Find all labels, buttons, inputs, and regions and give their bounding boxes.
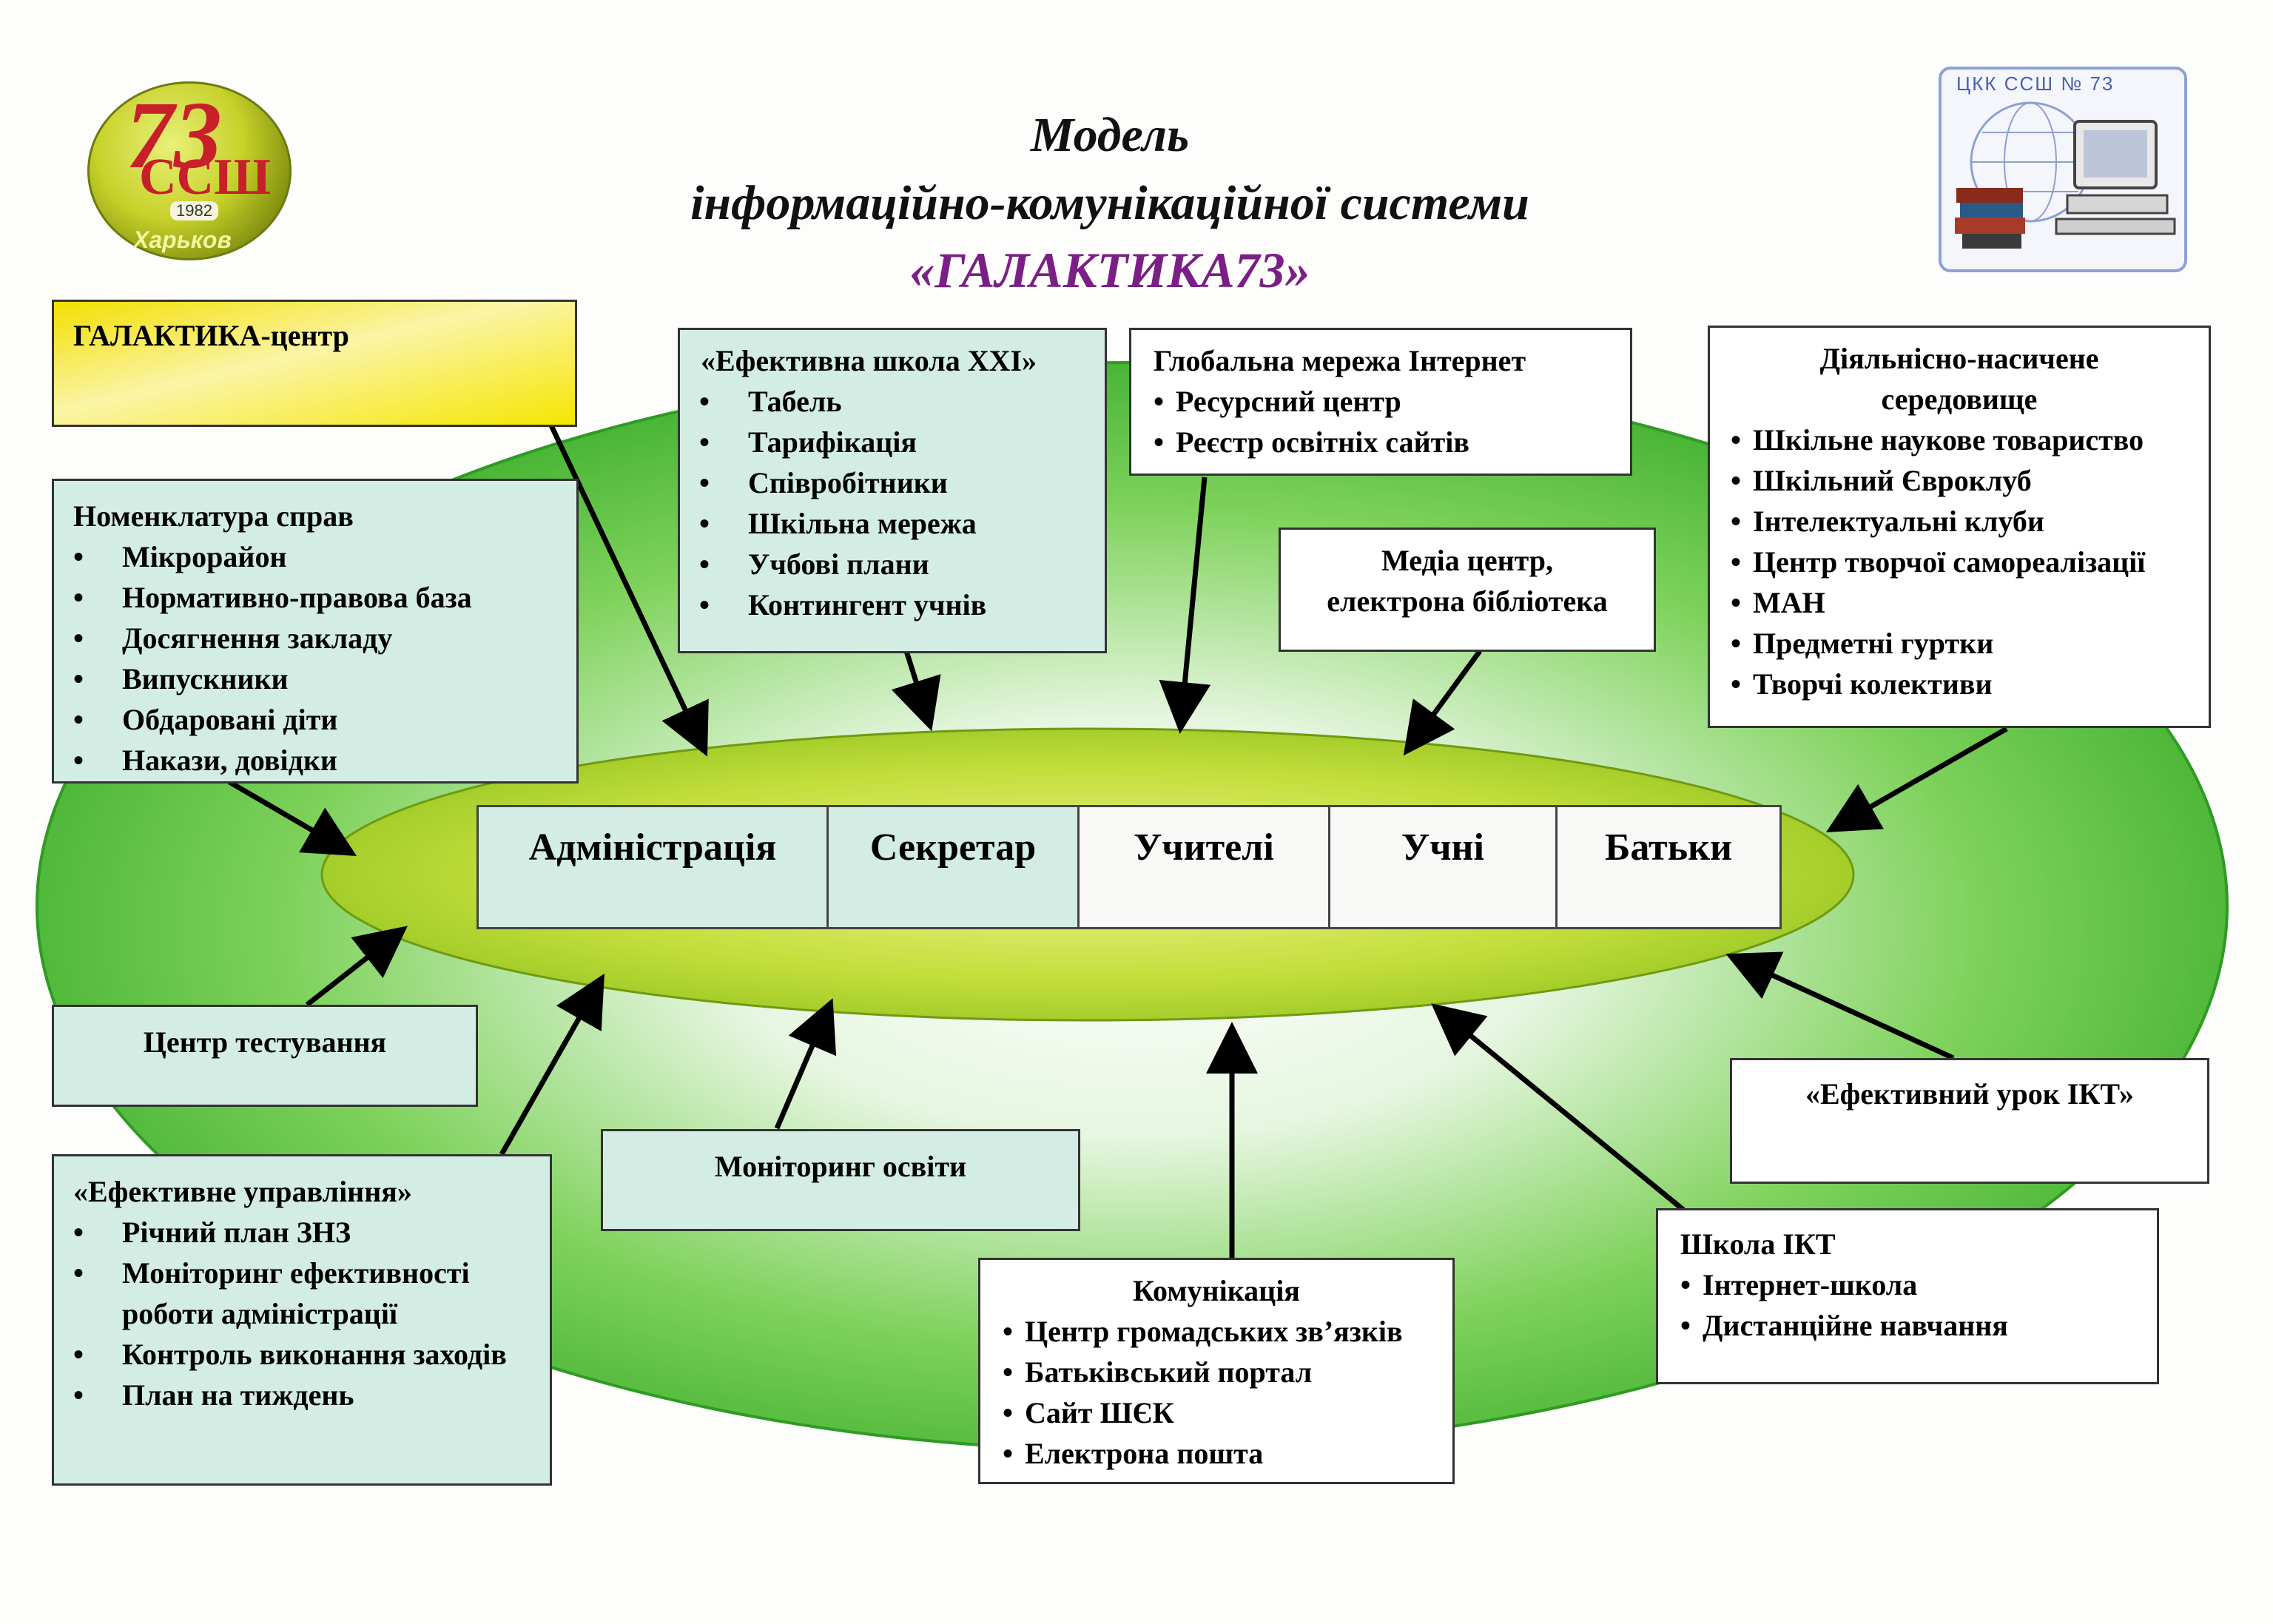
- education-monitoring-box: Моніторинг освіти: [601, 1129, 1080, 1231]
- list-item: Випускники: [54, 658, 576, 699]
- effective-ikt-lesson-box: «Ефективний урок ІКТ»: [1730, 1058, 2209, 1184]
- role-secretary: Секретар: [826, 805, 1080, 929]
- list-item: Нормативно-правова база: [54, 577, 576, 618]
- globe-computer-icon: [1955, 101, 2176, 249]
- list-item: Шкільна мережа: [680, 503, 1105, 544]
- role-teachers: Учителі: [1077, 805, 1330, 929]
- galaktika-center-box: ГАЛАКТИКА-центр: [52, 300, 577, 427]
- testing-center-header: Центр тестування: [143, 1025, 387, 1059]
- activity-environment-box: Діяльнісно-насичене середовище Шкільне н…: [1708, 326, 2211, 728]
- list-item: Обдаровані діти: [54, 699, 576, 740]
- logo-number: 73: [126, 82, 222, 189]
- logo-year: 1982: [170, 201, 218, 220]
- activity-environment-list: Шкільне наукове товариство Шкільний Євро…: [1731, 420, 2209, 704]
- media-center-box: Медіа центр, електрона бібліотека: [1279, 528, 1656, 652]
- arrow-activity-env: [1825, 726, 2008, 832]
- activity-environment-header-2: середовище: [1881, 383, 2038, 416]
- arrow-media: [1403, 649, 1482, 756]
- effective-school-box: «Ефективна школа XXI» Табель Тарифікація…: [678, 328, 1107, 653]
- testing-center-box: Центр тестування: [52, 1005, 478, 1107]
- list-item: Дистанційне навчання: [1680, 1305, 2157, 1346]
- effective-management-header: «Ефективне управління»: [73, 1175, 412, 1208]
- arrow-testing: [305, 926, 408, 1007]
- ckk-logo-label: ЦКК ССШ № 73: [1956, 73, 2115, 95]
- logo-city: Харьков: [133, 226, 232, 253]
- internet-box: Глобальна мережа Інтернет Ресурсний цент…: [1129, 328, 1632, 476]
- list-item: Накази, довідки: [54, 740, 576, 781]
- list-item: Центр громадських зв’язків: [1003, 1311, 1452, 1352]
- ikt-school-box: Школа ІКТ Інтернет-школа Дистанційне нав…: [1656, 1208, 2159, 1384]
- communication-list: Центр громадських зв’язків Батьківський …: [1003, 1311, 1452, 1474]
- nomenclature-header: Номенклатура справ: [73, 499, 354, 533]
- list-item: Контроль виконання заходів: [54, 1334, 550, 1375]
- list-item: Шкільне наукове товариство: [1731, 420, 2209, 460]
- effective-management-box: «Ефективне управління» Річний план ЗНЗ М…: [52, 1154, 552, 1486]
- school-logo: 73 ССШ 1982 Харьков: [87, 81, 292, 260]
- media-center-line-2: електрона бібліотека: [1327, 584, 1608, 618]
- title-line-1: Модель: [1030, 108, 1190, 162]
- list-item: Творчі колективи: [1731, 664, 2209, 704]
- list-item: Контингент учнів: [680, 584, 1105, 625]
- effective-management-list: Річний план ЗНЗ Моніторинг ефективності …: [54, 1212, 550, 1415]
- internet-header: Глобальна мережа Інтернет: [1154, 344, 1526, 377]
- nomenclature-box: Номенклатура справ Мікрорайон Нормативно…: [52, 479, 579, 784]
- communication-box: Комунікація Центр громадських зв’язків Б…: [978, 1258, 1455, 1484]
- effective-school-header: «Ефективна школа XXI»: [701, 344, 1037, 377]
- media-center-line-1: Медіа центр,: [1381, 544, 1554, 577]
- effective-ikt-lesson-header: «Ефективний урок ІКТ»: [1805, 1077, 2135, 1111]
- list-item: Досягнення закладу: [54, 618, 576, 658]
- communication-header: Комунікація: [1133, 1274, 1300, 1307]
- title-line-3: «ГАЛАКТИКА73»: [909, 242, 1310, 298]
- arrow-ikt-school: [1431, 1003, 1686, 1212]
- nomenclature-list: Мікрорайон Нормативно-правова база Досяг…: [54, 536, 576, 781]
- list-item: Тарифікація: [680, 422, 1105, 462]
- list-item: Предметні гуртки: [1731, 623, 2209, 664]
- logo-coin: [87, 81, 292, 260]
- list-item: Сайт ШЄК: [1003, 1392, 1452, 1433]
- list-item: Табель: [680, 381, 1105, 422]
- ckk-logo: ЦКК ССШ № 73: [1939, 67, 2187, 272]
- role-parents: Батьки: [1555, 805, 1782, 929]
- role-students: Учні: [1328, 805, 1558, 929]
- list-item: Учбові плани: [680, 544, 1105, 584]
- list-item: Ресурсний центр: [1154, 381, 1630, 422]
- list-item: Інтернет-школа: [1680, 1264, 2157, 1305]
- list-item: Мікрорайон: [54, 536, 576, 577]
- title-line-2: інформаційно-комунікаційної системи: [690, 176, 1529, 230]
- list-item: План на тиждень: [54, 1375, 550, 1415]
- list-item: МАН: [1731, 582, 2209, 623]
- list-item: Шкільний Євроклуб: [1731, 460, 2209, 501]
- galaktika-center-fill: [53, 301, 576, 425]
- list-item: Батьківський портал: [1003, 1352, 1452, 1392]
- ikt-school-header: Школа ІКТ: [1680, 1227, 1836, 1261]
- arrow-ikt-lesson: [1725, 951, 1955, 1061]
- education-monitoring-header: Моніторинг освіти: [714, 1150, 967, 1183]
- arrow-monitoring: [774, 998, 837, 1130]
- arrow-effective-mgmt: [499, 973, 605, 1156]
- list-item: Електрона пошта: [1003, 1433, 1452, 1474]
- list-item: Співробітники: [680, 462, 1105, 503]
- ikt-school-list: Інтернет-школа Дистанційне навчання: [1680, 1264, 2157, 1346]
- activity-environment-header-1: Діяльнісно-насичене: [1819, 342, 2099, 375]
- list-item: Центр творчої самореалізації: [1731, 542, 2209, 582]
- list-item: Реєстр освітніх сайтів: [1154, 422, 1630, 462]
- arrow-internet: [1159, 476, 1211, 734]
- list-item: Моніторинг ефективності роботи адміністр…: [54, 1253, 550, 1334]
- logo-abbr: ССШ: [139, 149, 271, 206]
- list-item: Річний план ЗНЗ: [54, 1212, 550, 1253]
- arrow-effective-school: [891, 650, 941, 732]
- arrow-nomenclature: [228, 779, 357, 857]
- effective-school-list: Табель Тарифікація Співробітники Шкільна…: [680, 381, 1105, 625]
- internet-list: Ресурсний центр Реєстр освітніх сайтів: [1131, 381, 1630, 462]
- galaktika-center-header: ГАЛАКТИКА-центр: [73, 319, 349, 352]
- role-administration: Адміністрація: [477, 805, 829, 929]
- list-item: Інтелектуальні клуби: [1731, 501, 2209, 542]
